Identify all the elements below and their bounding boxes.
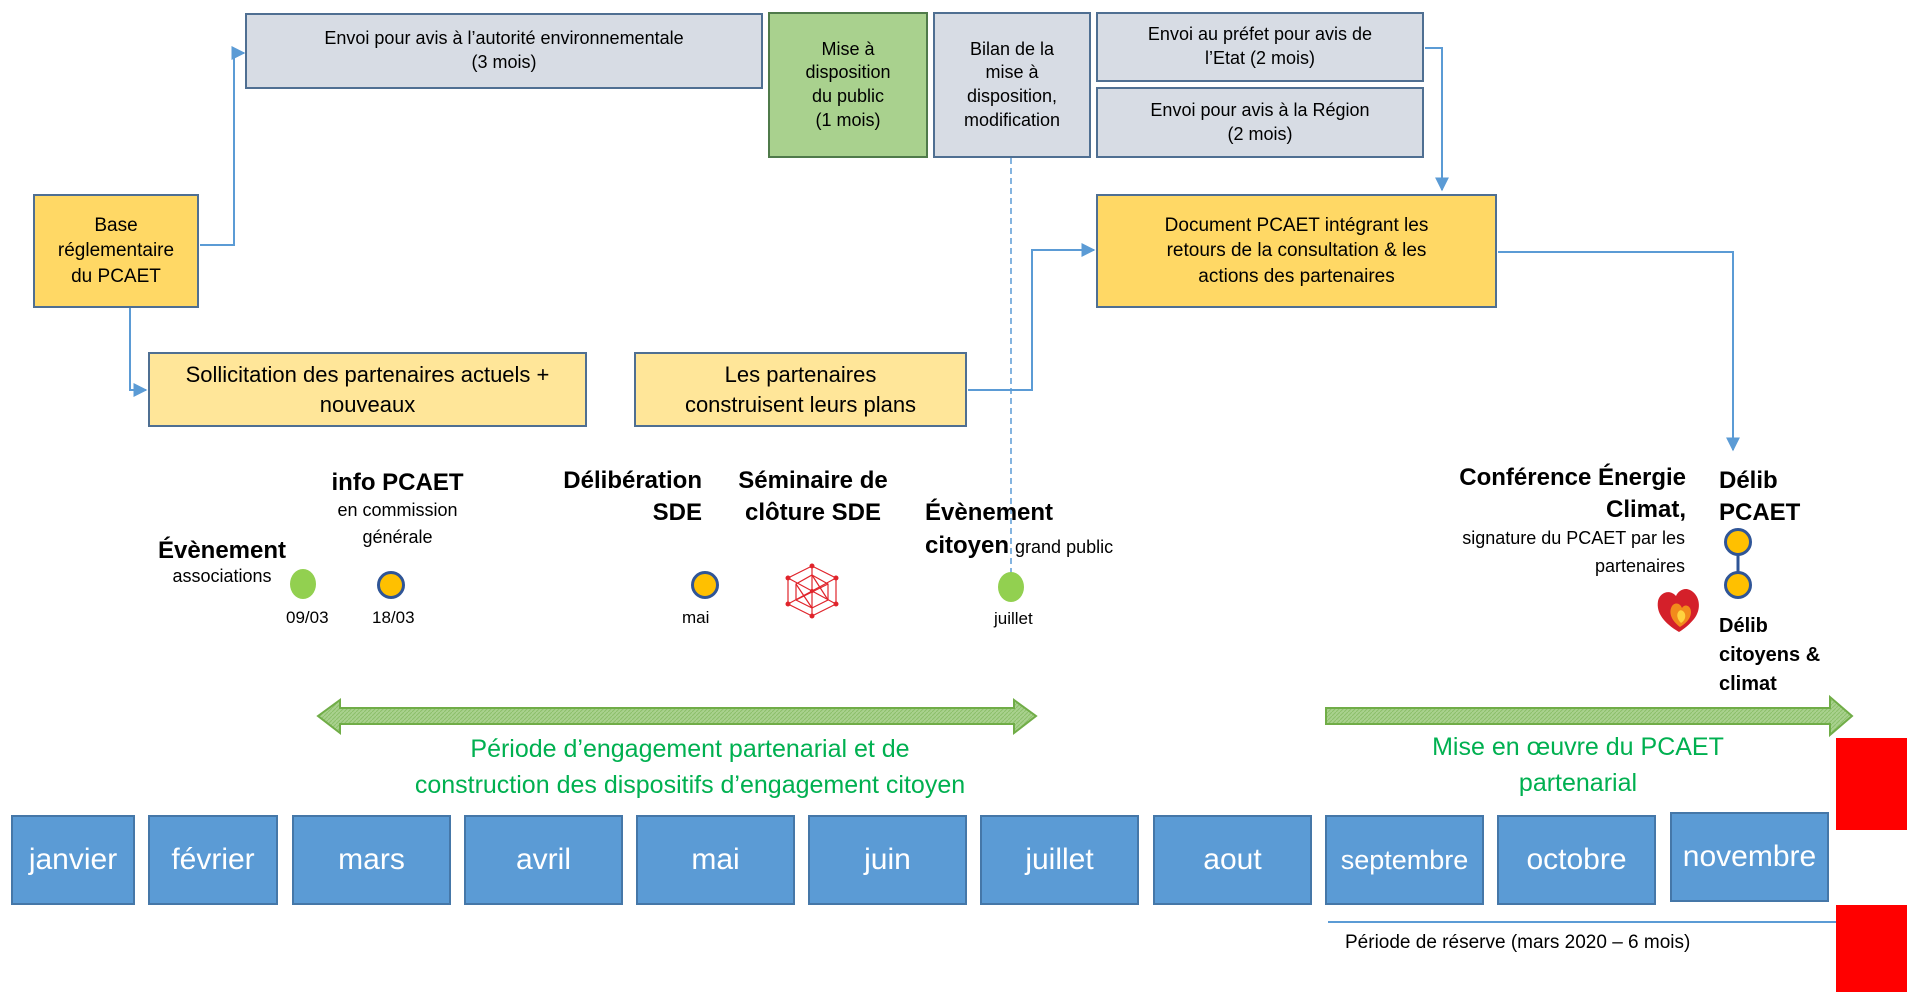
month-fevrier: février — [148, 815, 278, 905]
event-delib-citoyens-dot — [1724, 571, 1752, 599]
event-citoyen-title-text: Évènement citoyen — [925, 499, 1054, 559]
heart-flame-logo-icon — [1657, 588, 1699, 632]
month-janvier: janvier — [11, 815, 135, 905]
period-engagement-label: Période d’engagement partenarial et de c… — [414, 735, 966, 800]
box-autorite-environnementale: Envoi pour avis à l’autorité environneme… — [245, 13, 763, 89]
connector-document-delib — [1498, 251, 1740, 452]
box-bilan: Bilan de la mise à disposition, modifica… — [933, 12, 1091, 158]
month-novembre: novembre — [1670, 812, 1829, 902]
box-bilan-label: Bilan de la mise à disposition, modifica… — [963, 38, 1061, 130]
event-info-dot — [377, 571, 405, 599]
month-octobre: octobre — [1497, 815, 1656, 905]
event-citoyen-dot — [998, 572, 1024, 602]
period-reserve-label: Période de réserve (mars 2020 – 6 mois) — [1345, 932, 1691, 953]
month-septembre: septembre — [1325, 815, 1484, 905]
red-bar-bottom — [1836, 905, 1907, 992]
event-seminaire-title: Séminaire de clôture SDE — [738, 467, 888, 527]
connector-base-sollicitation — [129, 307, 148, 397]
event-conference-sub: signature du PCAET par les partenaires — [1462, 528, 1685, 576]
event-info-title: info PCAET — [331, 469, 464, 496]
month-mars: mars — [292, 815, 451, 905]
event-delib-sde-dot — [691, 571, 719, 599]
box-sollicitation: Sollicitation des partenaires actuels + … — [148, 352, 587, 427]
event-conference-title: Conférence Énergie Climat, — [1459, 464, 1686, 524]
connector-base-autorite — [200, 46, 246, 246]
box-prefet: Envoi au préfet pour avis de l’Etat (2 m… — [1096, 12, 1424, 82]
event-info-sub: en commission générale — [337, 500, 458, 548]
box-region: Envoi pour avis à la Région (2 mois) — [1096, 87, 1424, 158]
event-delib-pcaet-dot — [1724, 528, 1752, 556]
month-avril: avril — [464, 815, 623, 905]
connector-prefet-document — [1425, 47, 1449, 192]
month-juin: juin — [808, 815, 967, 905]
box-sollicitation-label: Sollicitation des partenaires actuels + … — [185, 362, 550, 417]
event-associations: Évènement associations — [150, 535, 294, 590]
event-associations-date: 09/03 — [286, 608, 329, 627]
event-citoyen-sub: grand public — [1015, 536, 1114, 557]
event-associations-title: Évènement — [157, 537, 287, 564]
month-mai: mai — [636, 815, 795, 905]
engagement-double-arrow — [316, 698, 1038, 736]
event-associations-dot — [290, 569, 316, 599]
event-delib-pcaet-title: Délib PCAET — [1719, 467, 1801, 527]
box-region-label: Envoi pour avis à la Région (2 mois) — [1150, 99, 1370, 144]
box-base-label: Base réglementaire du PCAET — [57, 215, 175, 287]
mise-en-oeuvre-arrow — [1325, 694, 1854, 738]
red-bar-top — [1836, 738, 1907, 830]
period-mise-en-oeuvre-label: Mise en œuvre du PCAET partenarial — [1432, 733, 1724, 798]
month-aout: aout — [1153, 815, 1312, 905]
box-document-label: Document PCAET intégrant les retours de … — [1164, 215, 1429, 287]
connector-partenaires-document — [968, 243, 1096, 391]
box-mise-a-disposition: Mise à disposition du public (1 mois) — [768, 12, 928, 158]
box-base-reglementaire: Base réglementaire du PCAET — [33, 194, 199, 308]
event-associations-sub: associations — [172, 566, 272, 587]
box-mise-dispo-label: Mise à disposition du public (1 mois) — [805, 38, 891, 130]
event-delib-citoyens-title: Délib citoyens & climat — [1719, 615, 1821, 695]
month-juillet: juillet — [980, 815, 1139, 905]
event-info-pcaet: info PCAET en commission générale — [315, 467, 480, 551]
box-prefet-label: Envoi au préfet pour avis de l’Etat (2 m… — [1147, 24, 1373, 68]
event-delib-sde-date: mai — [682, 608, 710, 627]
event-info-date: 18/03 — [372, 608, 415, 627]
box-partenaires-label: Les partenaires construisent leurs plans — [684, 362, 917, 417]
box-document-pcaet: Document PCAET intégrant les retours de … — [1096, 194, 1497, 308]
box-autorite-label: Envoi pour avis à l’autorité environneme… — [324, 28, 684, 72]
box-partenaires: Les partenaires construisent leurs plans — [634, 352, 967, 427]
network-logo-icon — [785, 563, 839, 619]
event-delib-sde-title: Délibération SDE — [563, 467, 702, 527]
event-citoyen-date: juillet — [994, 609, 1033, 628]
